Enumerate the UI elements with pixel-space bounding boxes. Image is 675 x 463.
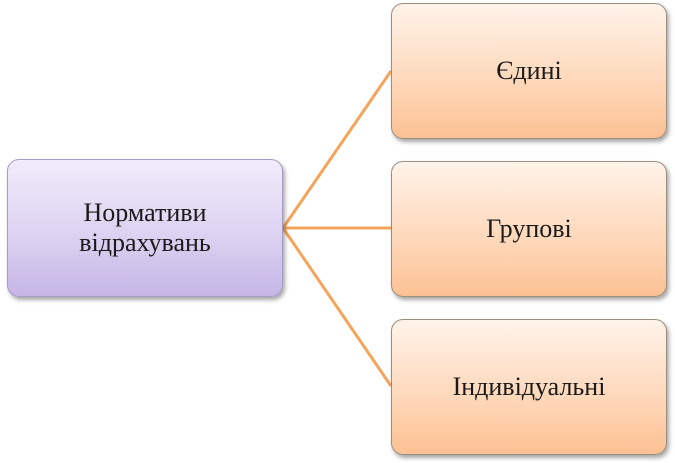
connector-line-indyvidualni: [281, 227, 393, 387]
connector-line-edini: [281, 70, 393, 229]
child-label-edini: Єдині: [496, 56, 562, 85]
child-node-hrupovi: Групові: [391, 161, 667, 297]
root-label-line1: Нормативи: [83, 198, 207, 227]
root-label-line2: відрахувань: [79, 228, 211, 257]
child-node-edini: Єдині: [391, 3, 667, 139]
child-label-hrupovi: Групові: [486, 214, 572, 243]
child-node-indyvidualni: Індивідуальні: [391, 319, 667, 455]
root-node-normatyvy-vidrakhuvan: Нормативи відрахувань: [7, 159, 283, 297]
child-label-indyvidualni: Індивідуальні: [452, 372, 606, 401]
